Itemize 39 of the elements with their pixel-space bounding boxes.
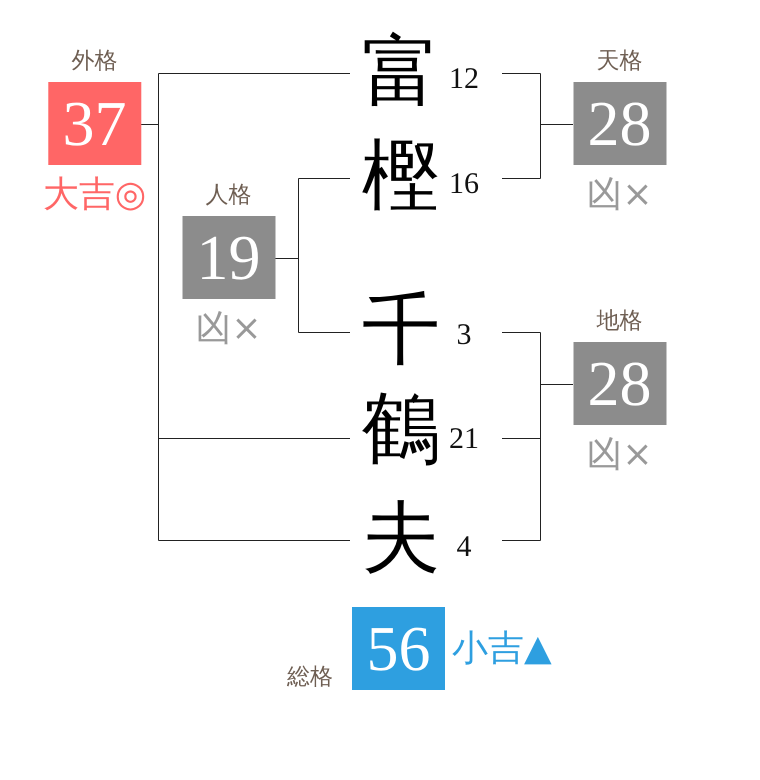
category-heading: 総格 — [287, 664, 333, 690]
connector-line — [502, 178, 541, 179]
connector-line — [158, 73, 350, 74]
fortune-label: 大吉◎ — [42, 175, 146, 215]
connector-line — [540, 332, 574, 541]
name-character: 鶴 — [362, 390, 440, 468]
stroke-count: 16 — [449, 169, 479, 199]
fortune-label: 凶× — [195, 309, 262, 349]
connector-line — [274, 178, 299, 333]
score-box: 19 — [182, 216, 275, 299]
connector-line — [502, 438, 541, 439]
connector-line — [158, 540, 350, 541]
stroke-count: 4 — [456, 532, 472, 562]
score-box: 37 — [48, 82, 141, 165]
category-heading: 天格 — [596, 48, 642, 74]
connector-line — [502, 73, 541, 74]
stroke-count: 12 — [449, 64, 479, 94]
name-character: 千 — [362, 291, 440, 369]
name-character: 樫 — [362, 137, 440, 215]
category-heading: 人格 — [206, 182, 252, 208]
stroke-count: 21 — [449, 424, 479, 454]
name-character: 富 — [362, 33, 440, 111]
connector-line — [540, 73, 574, 179]
connector-line — [140, 73, 159, 541]
connector-line — [298, 332, 350, 333]
category-heading: 外格 — [72, 48, 118, 74]
score-box: 28 — [573, 342, 666, 425]
fortune-label: 小吉▲ — [452, 628, 552, 668]
fortune-label: 凶× — [586, 435, 653, 475]
score-box: 28 — [573, 82, 666, 165]
fortune-label: 凶× — [586, 175, 653, 215]
score-box: 56 — [352, 607, 445, 690]
category-heading: 地格 — [596, 308, 642, 334]
stroke-count: 3 — [456, 320, 472, 350]
connector-line — [502, 332, 541, 333]
connector-line — [158, 438, 350, 439]
name-character: 夫 — [362, 499, 440, 577]
connector-line — [502, 540, 541, 541]
connector-line — [298, 178, 350, 179]
